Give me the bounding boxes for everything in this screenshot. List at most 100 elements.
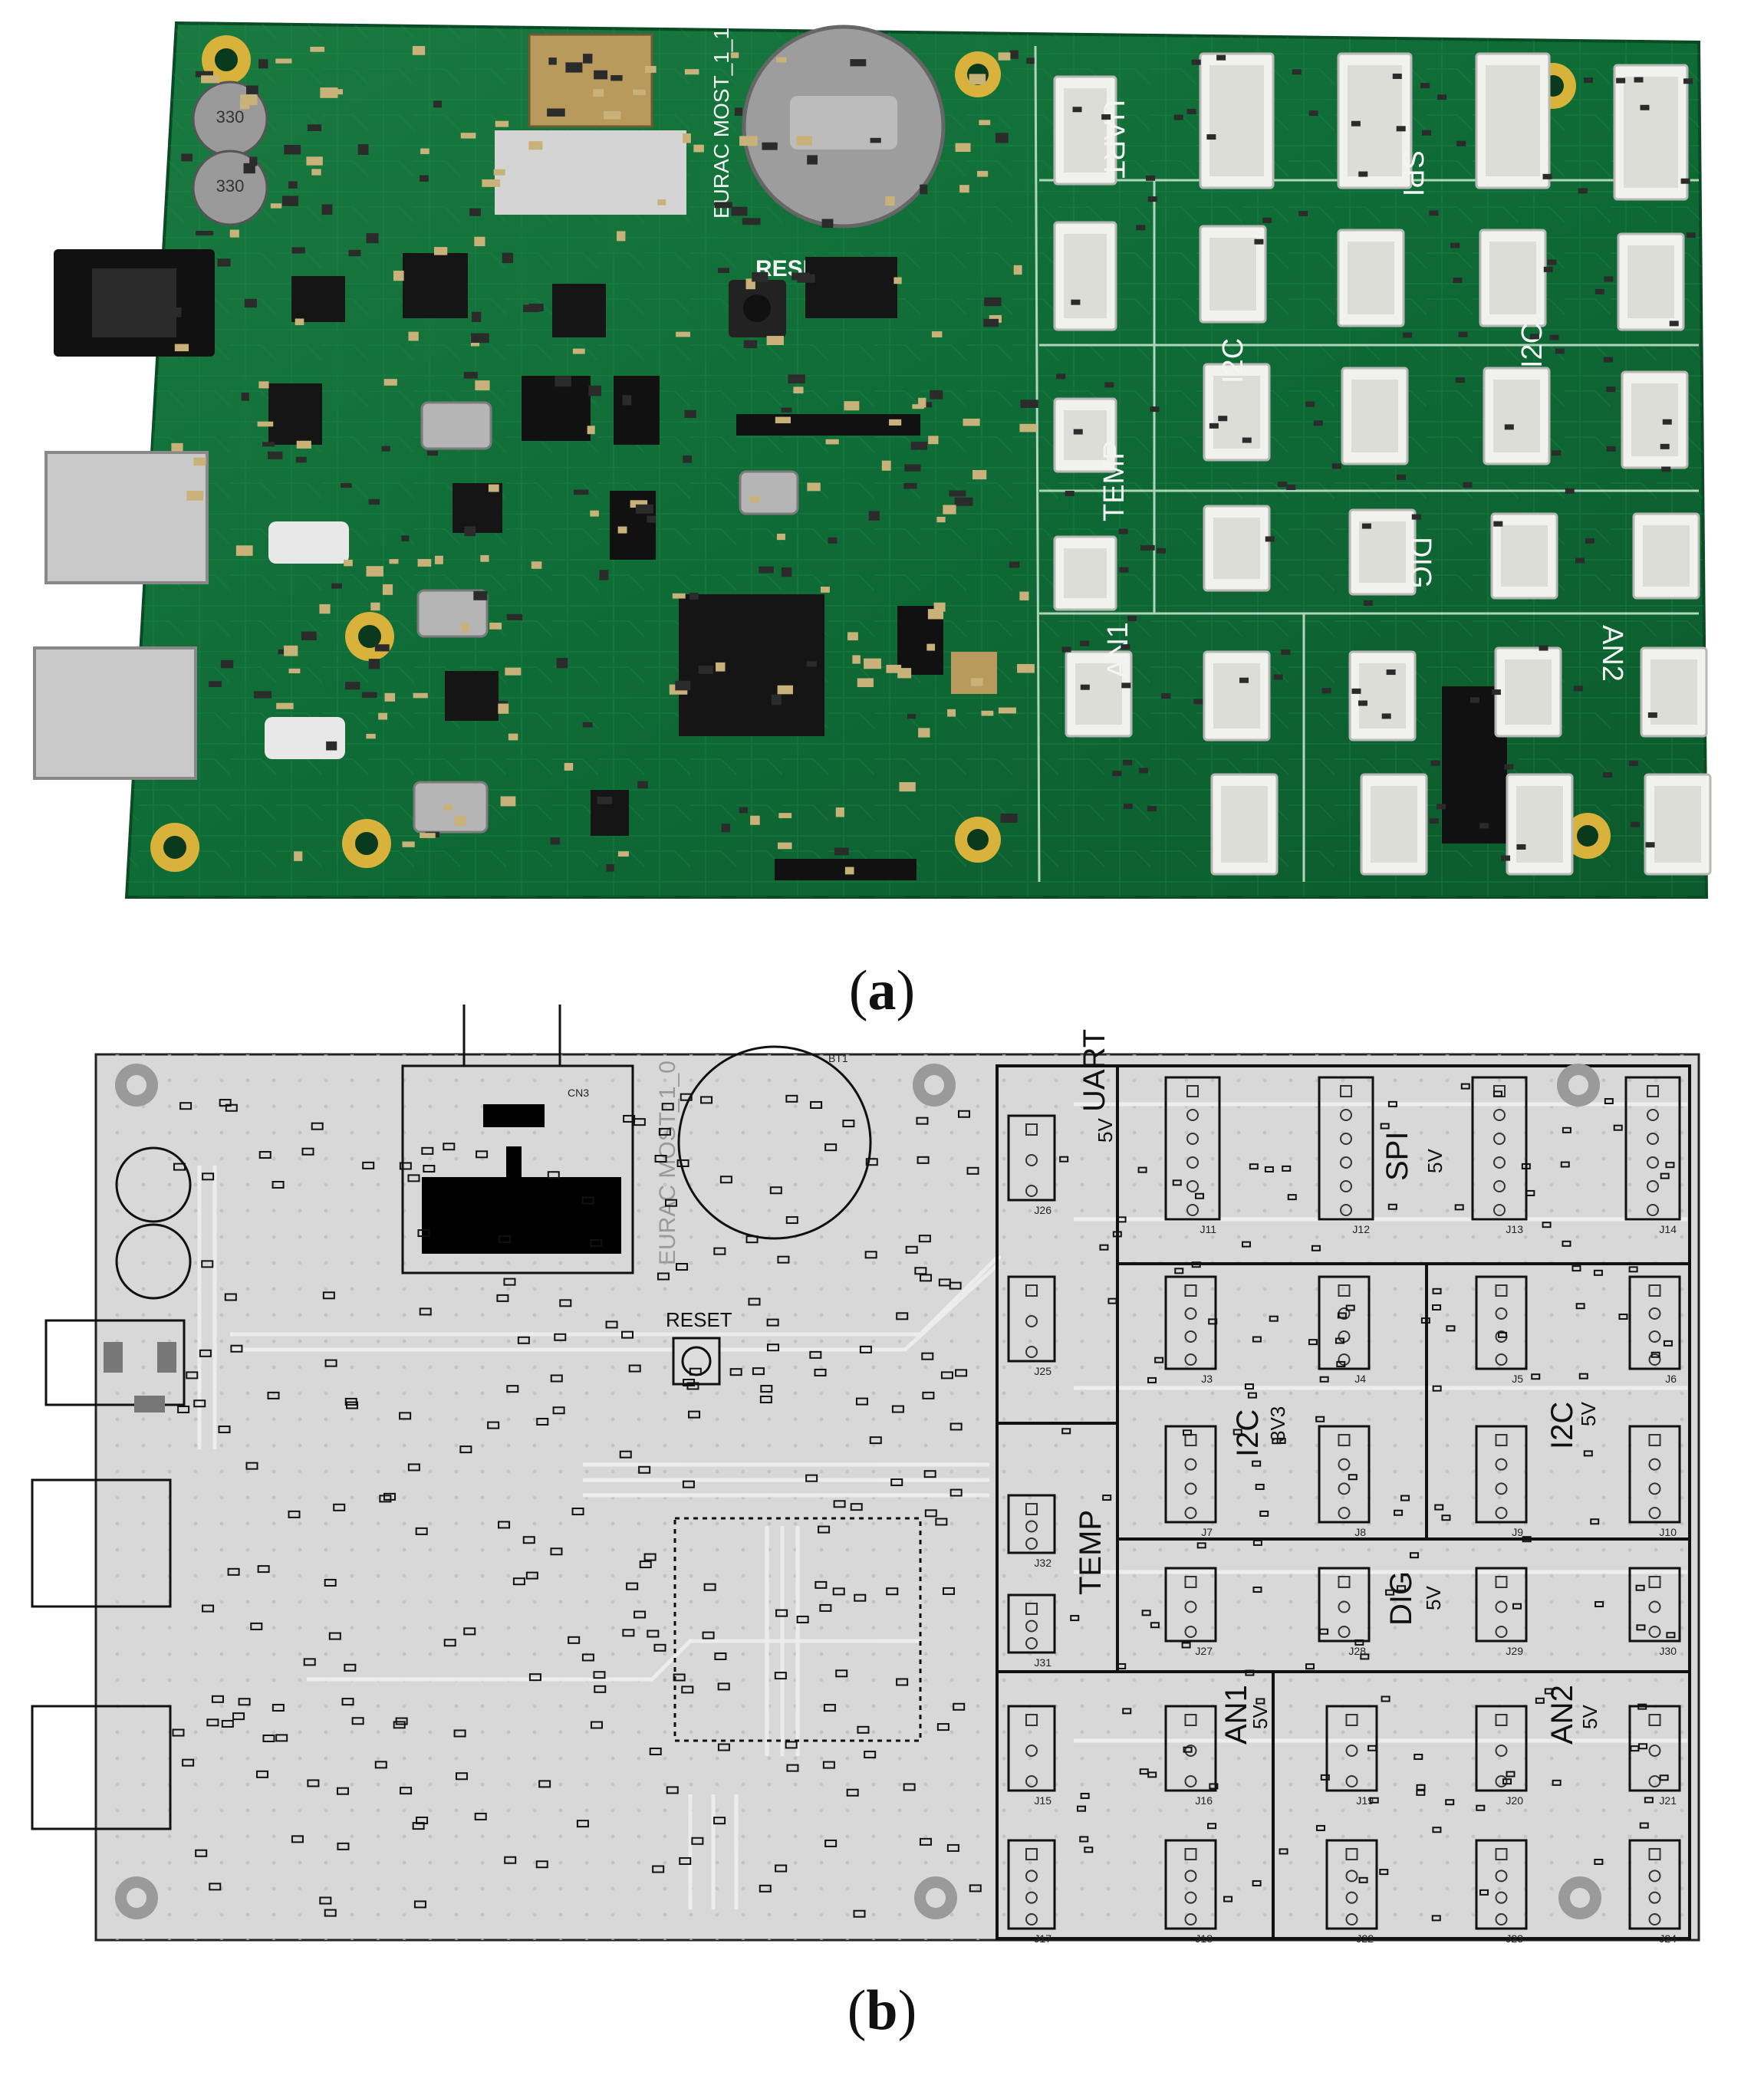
photo-smd-part xyxy=(345,682,360,690)
section-dig: DIG xyxy=(1384,1571,1418,1626)
layout-smd-part xyxy=(920,1274,933,1282)
layout-smd-part xyxy=(824,1839,838,1847)
photo-smd-part xyxy=(844,401,860,411)
layout-smd-part xyxy=(1232,1429,1242,1435)
layout-connector-label: J20 xyxy=(1506,1794,1523,1807)
layout-connector-label: J19 xyxy=(1356,1794,1374,1807)
photo-smd-part xyxy=(998,707,1016,714)
layout-smd-part xyxy=(1079,1836,1089,1843)
layout-smd-part xyxy=(1512,1603,1522,1610)
photo-smd-part xyxy=(926,643,936,651)
layout-smd-part xyxy=(202,1172,215,1181)
layout-smd-part xyxy=(1358,1876,1368,1883)
layout-connector xyxy=(1475,1425,1528,1524)
layout-smd-part xyxy=(1256,1698,1265,1705)
layout-smd-part xyxy=(506,1385,519,1393)
layout-smd-part xyxy=(1117,1662,1127,1669)
photo-smd-part xyxy=(954,497,973,506)
photo-smd-part xyxy=(886,664,902,673)
photo-smd-part xyxy=(1437,94,1447,100)
photo-smd-part xyxy=(170,307,182,317)
photo-smd-part xyxy=(821,219,834,229)
layout-smd-part xyxy=(1059,1156,1069,1163)
layout-smd-part xyxy=(745,1235,759,1244)
layout-smd-part xyxy=(949,1488,963,1497)
layout-smd-part xyxy=(819,1603,832,1612)
photo-smd-part xyxy=(820,587,830,593)
photo-smd-part xyxy=(1305,401,1315,407)
layout-smd-part xyxy=(1305,1663,1315,1670)
layout-smd-part xyxy=(319,1896,332,1905)
layout-smd-part xyxy=(1506,1771,1516,1778)
section-spi: SPI xyxy=(1381,1132,1414,1181)
layout-smd-part xyxy=(823,1704,836,1712)
photo-smd-part xyxy=(684,69,699,75)
layout-connector-label: J23 xyxy=(1506,1932,1523,1945)
photo-smd-part xyxy=(1606,386,1616,393)
layout-smd-part xyxy=(1387,1100,1397,1107)
photo-smd-part xyxy=(331,583,342,589)
photo-smd-part xyxy=(714,202,732,209)
layout-smd-part xyxy=(935,1518,948,1526)
photo-smd-part xyxy=(693,144,704,153)
layout-smd-part xyxy=(195,1849,208,1857)
photo-smd-parts xyxy=(170,46,1696,875)
layout-smd-part xyxy=(1416,1784,1426,1791)
layout-smd-part xyxy=(1593,1269,1603,1276)
photo-smd-part xyxy=(998,52,1011,61)
layout-connector-label: J15 xyxy=(1034,1794,1051,1807)
layout-smd-part xyxy=(245,1462,258,1470)
photo-smd-part xyxy=(500,796,516,807)
photo-smd-part xyxy=(870,137,881,143)
layout-smd-part xyxy=(1460,1083,1470,1090)
photo-smd-part xyxy=(1386,669,1396,676)
layout-smd-part xyxy=(1150,1622,1160,1629)
photo-smd-part xyxy=(1616,77,1626,84)
layout-smd-part xyxy=(1575,1303,1585,1310)
layout-smd-part xyxy=(383,1492,397,1501)
layout-smd-part xyxy=(1638,1743,1648,1750)
photo-smd-part xyxy=(928,436,939,445)
layout-connector-label: J9 xyxy=(1512,1526,1523,1538)
layout-connector xyxy=(1318,1076,1374,1221)
layout-smd-part xyxy=(766,1343,779,1352)
layout-smd-part xyxy=(1431,1915,1441,1922)
layout-connector-label: J10 xyxy=(1659,1526,1677,1538)
section-temp: TEMP xyxy=(1074,1510,1107,1595)
layout-smd-part xyxy=(857,1725,870,1734)
layout-smd-part xyxy=(1080,1792,1090,1799)
layout-smd-part xyxy=(1369,1797,1379,1804)
layout-smd-part xyxy=(504,1856,517,1864)
layout-smd-part xyxy=(525,1571,538,1580)
layout-smd-part xyxy=(227,1567,240,1576)
layout-smd-part xyxy=(835,1669,848,1678)
photo-smd-part xyxy=(321,204,333,215)
photo-smd-part xyxy=(275,58,292,64)
photo-smd-part xyxy=(683,455,693,463)
photo-smd-part xyxy=(1186,108,1196,114)
layout-smd-part xyxy=(221,1719,234,1728)
photo-smd-part xyxy=(1216,54,1226,61)
layout-smd-part xyxy=(324,1578,337,1587)
layout-smd-part xyxy=(682,1480,695,1488)
photo-smd-part xyxy=(582,722,593,728)
photo-smd-part xyxy=(1026,58,1035,64)
layout-smd-part xyxy=(1636,1624,1646,1631)
layout-smd-part xyxy=(399,1412,412,1420)
layout-smd-part xyxy=(311,1122,324,1130)
photo-smd-part xyxy=(284,645,298,656)
photo-smd-part xyxy=(1403,332,1413,338)
photo-smd-part xyxy=(675,680,691,691)
photo-smd-part xyxy=(588,385,602,396)
photo-smd-part xyxy=(984,297,1002,307)
layout-smd-part xyxy=(1560,1161,1570,1168)
photo-smd-part xyxy=(1437,804,1446,810)
layout-smd-part xyxy=(528,1673,541,1682)
photo-smd-part xyxy=(1603,771,1613,778)
photo-smd-part xyxy=(402,841,415,847)
layout-smd-part xyxy=(832,1587,845,1596)
photo-smd-part xyxy=(295,456,307,463)
photo-smd-part xyxy=(488,484,499,492)
photo-smd-part xyxy=(473,590,488,600)
